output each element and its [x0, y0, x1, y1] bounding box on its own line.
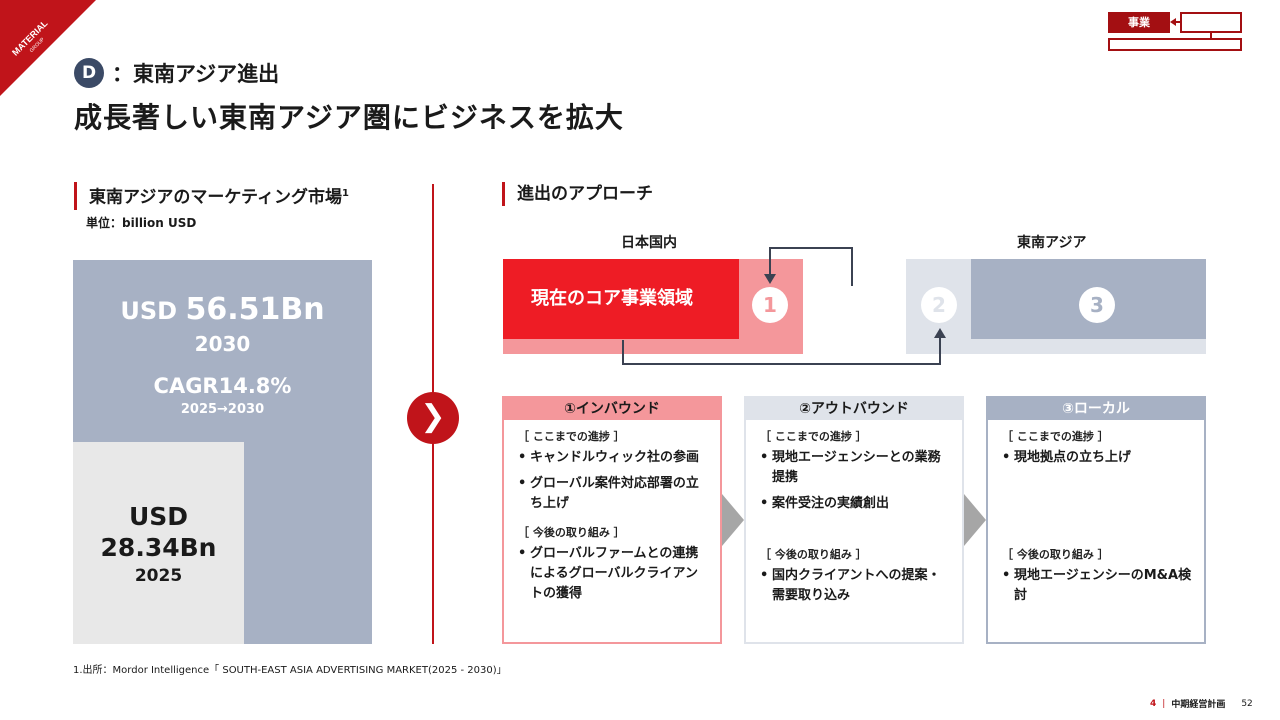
section-navigator: 事業 — [1108, 12, 1244, 52]
market-2030-amount: 56.51Bn — [185, 292, 325, 327]
market-2025-amount: 28.34Bn — [100, 533, 217, 562]
market-2025-prefix: USD — [128, 502, 189, 531]
future-tag: ［ 今後の取り組み ］ — [518, 526, 625, 539]
chapter-number: 4 — [1150, 698, 1157, 709]
footnote-marker: 1 — [341, 188, 349, 199]
future-item: 現地エージェンシーのM&A検討 — [1002, 566, 1194, 606]
outbound-arrowhead-icon — [934, 328, 946, 338]
flow-arrows — [622, 247, 946, 365]
step-3-badge: 3 — [1079, 287, 1115, 323]
page-number: 52 — [1241, 698, 1253, 709]
card-title: ③ローカル — [988, 398, 1204, 420]
source-footnote: 1.出所：Mordor Intelligence「 SOUTH-EAST ASI… — [73, 665, 507, 676]
section-badge: D — [74, 58, 104, 88]
sea-label: 東南アジア — [1017, 235, 1087, 251]
domestic-base-area — [503, 339, 803, 354]
page-footer: 4 | 中期経営計画 52 — [1150, 697, 1253, 711]
step-2-badge: 2 — [921, 287, 957, 323]
market-heading: 東南アジアのマーケティング市場1 — [74, 182, 349, 210]
material-group-logo: MATERIAL GROUP — [0, 0, 96, 96]
progress-tag: ［ ここまでの進捗 ］ — [760, 430, 867, 443]
card-body: ［ ここまでの進捗 ］ キャンドルウィック社の参画 グローバル案件対応部署の立ち… — [504, 420, 720, 604]
card-body: ［ ここまでの進捗 ］ 現地拠点の立ち上げ ［ 今後の取り組み ］ 現地エージェ… — [988, 420, 1204, 606]
card-inbound: ①インバウンド ［ ここまでの進捗 ］ キャンドルウィック社の参画 グローバル案… — [502, 396, 722, 644]
step-1-badge: 1 — [752, 287, 788, 323]
cagr-period: 2025→2030 — [180, 402, 265, 417]
progress-item: グローバル案件対応部署の立ち上げ — [518, 474, 710, 514]
section-title: ：東南アジア進出 — [112, 62, 280, 86]
market-2025-year: 2025 — [134, 566, 183, 586]
core-business-block: 現在のコア事業領域 — [503, 259, 739, 339]
inbound-arrow — [769, 247, 853, 286]
future-item: 国内クライアントへの提案・需要取り込み — [760, 566, 952, 606]
approach-heading: 進出のアプローチ — [502, 182, 653, 206]
market-2030-value: USD 56.51Bn — [73, 292, 372, 327]
document-name: 中期経営計画 — [1171, 700, 1226, 710]
footer-separator: | — [1162, 698, 1166, 709]
card-title: ②アウトバウンド — [746, 398, 962, 420]
market-2030-year: 2030 — [194, 332, 251, 356]
progress-tag: ［ ここまでの進捗 ］ — [1002, 430, 1109, 443]
future-tag: ［ 今後の取り組み ］ — [1002, 548, 1109, 561]
market-heading-text: 東南アジアのマーケティング市場 — [89, 187, 342, 208]
market-2030-prefix: USD — [120, 297, 186, 325]
card-body: ［ ここまでの進捗 ］ 現地エージェンシーとの業務提携 案件受注の実績創出 ［ … — [746, 420, 962, 606]
unit-label: 単位：billion USD — [86, 216, 197, 230]
nav-active-section: 事業 — [1108, 12, 1170, 33]
cagr-label: CAGR14.8% — [153, 374, 292, 398]
progress-item: 現地拠点の立ち上げ — [1002, 448, 1194, 468]
progress-item: 現地エージェンシーとの業務提携 — [760, 448, 952, 488]
domestic-label: 日本国内 — [621, 235, 677, 251]
outbound-arrow — [622, 338, 941, 365]
progress-item: キャンドルウィック社の参画 — [518, 448, 710, 468]
progress-item: 案件受注の実績創出 — [760, 494, 952, 514]
nav-bar — [1108, 38, 1242, 51]
chevron-right-icon: ❯ — [407, 392, 459, 444]
future-tag: ［ 今後の取り組み ］ — [760, 548, 867, 561]
card-arrow-icon — [722, 494, 744, 546]
inbound-arrowhead-icon — [764, 274, 776, 284]
market-2025-block — [73, 442, 244, 644]
card-arrow-icon — [964, 494, 986, 546]
section-header: D ：東南アジア進出 — [74, 58, 279, 88]
progress-tag: ［ ここまでの進捗 ］ — [518, 430, 625, 443]
future-item: グローバルファームとの連携によるグローバルクライアントの獲得 — [518, 544, 710, 604]
nav-connector — [1210, 31, 1212, 40]
card-local: ③ローカル ［ ここまでの進捗 ］ 現地拠点の立ち上げ ［ 今後の取り組み ］ … — [986, 396, 1206, 644]
card-outbound: ②アウトバウンド ［ ここまでの進捗 ］ 現地エージェンシーとの業務提携 案件受… — [744, 396, 964, 644]
card-title: ①インバウンド — [504, 398, 720, 420]
nav-box — [1180, 12, 1242, 33]
page-title: 成長著しい東南アジア圏にビジネスを拡大 — [74, 101, 624, 134]
